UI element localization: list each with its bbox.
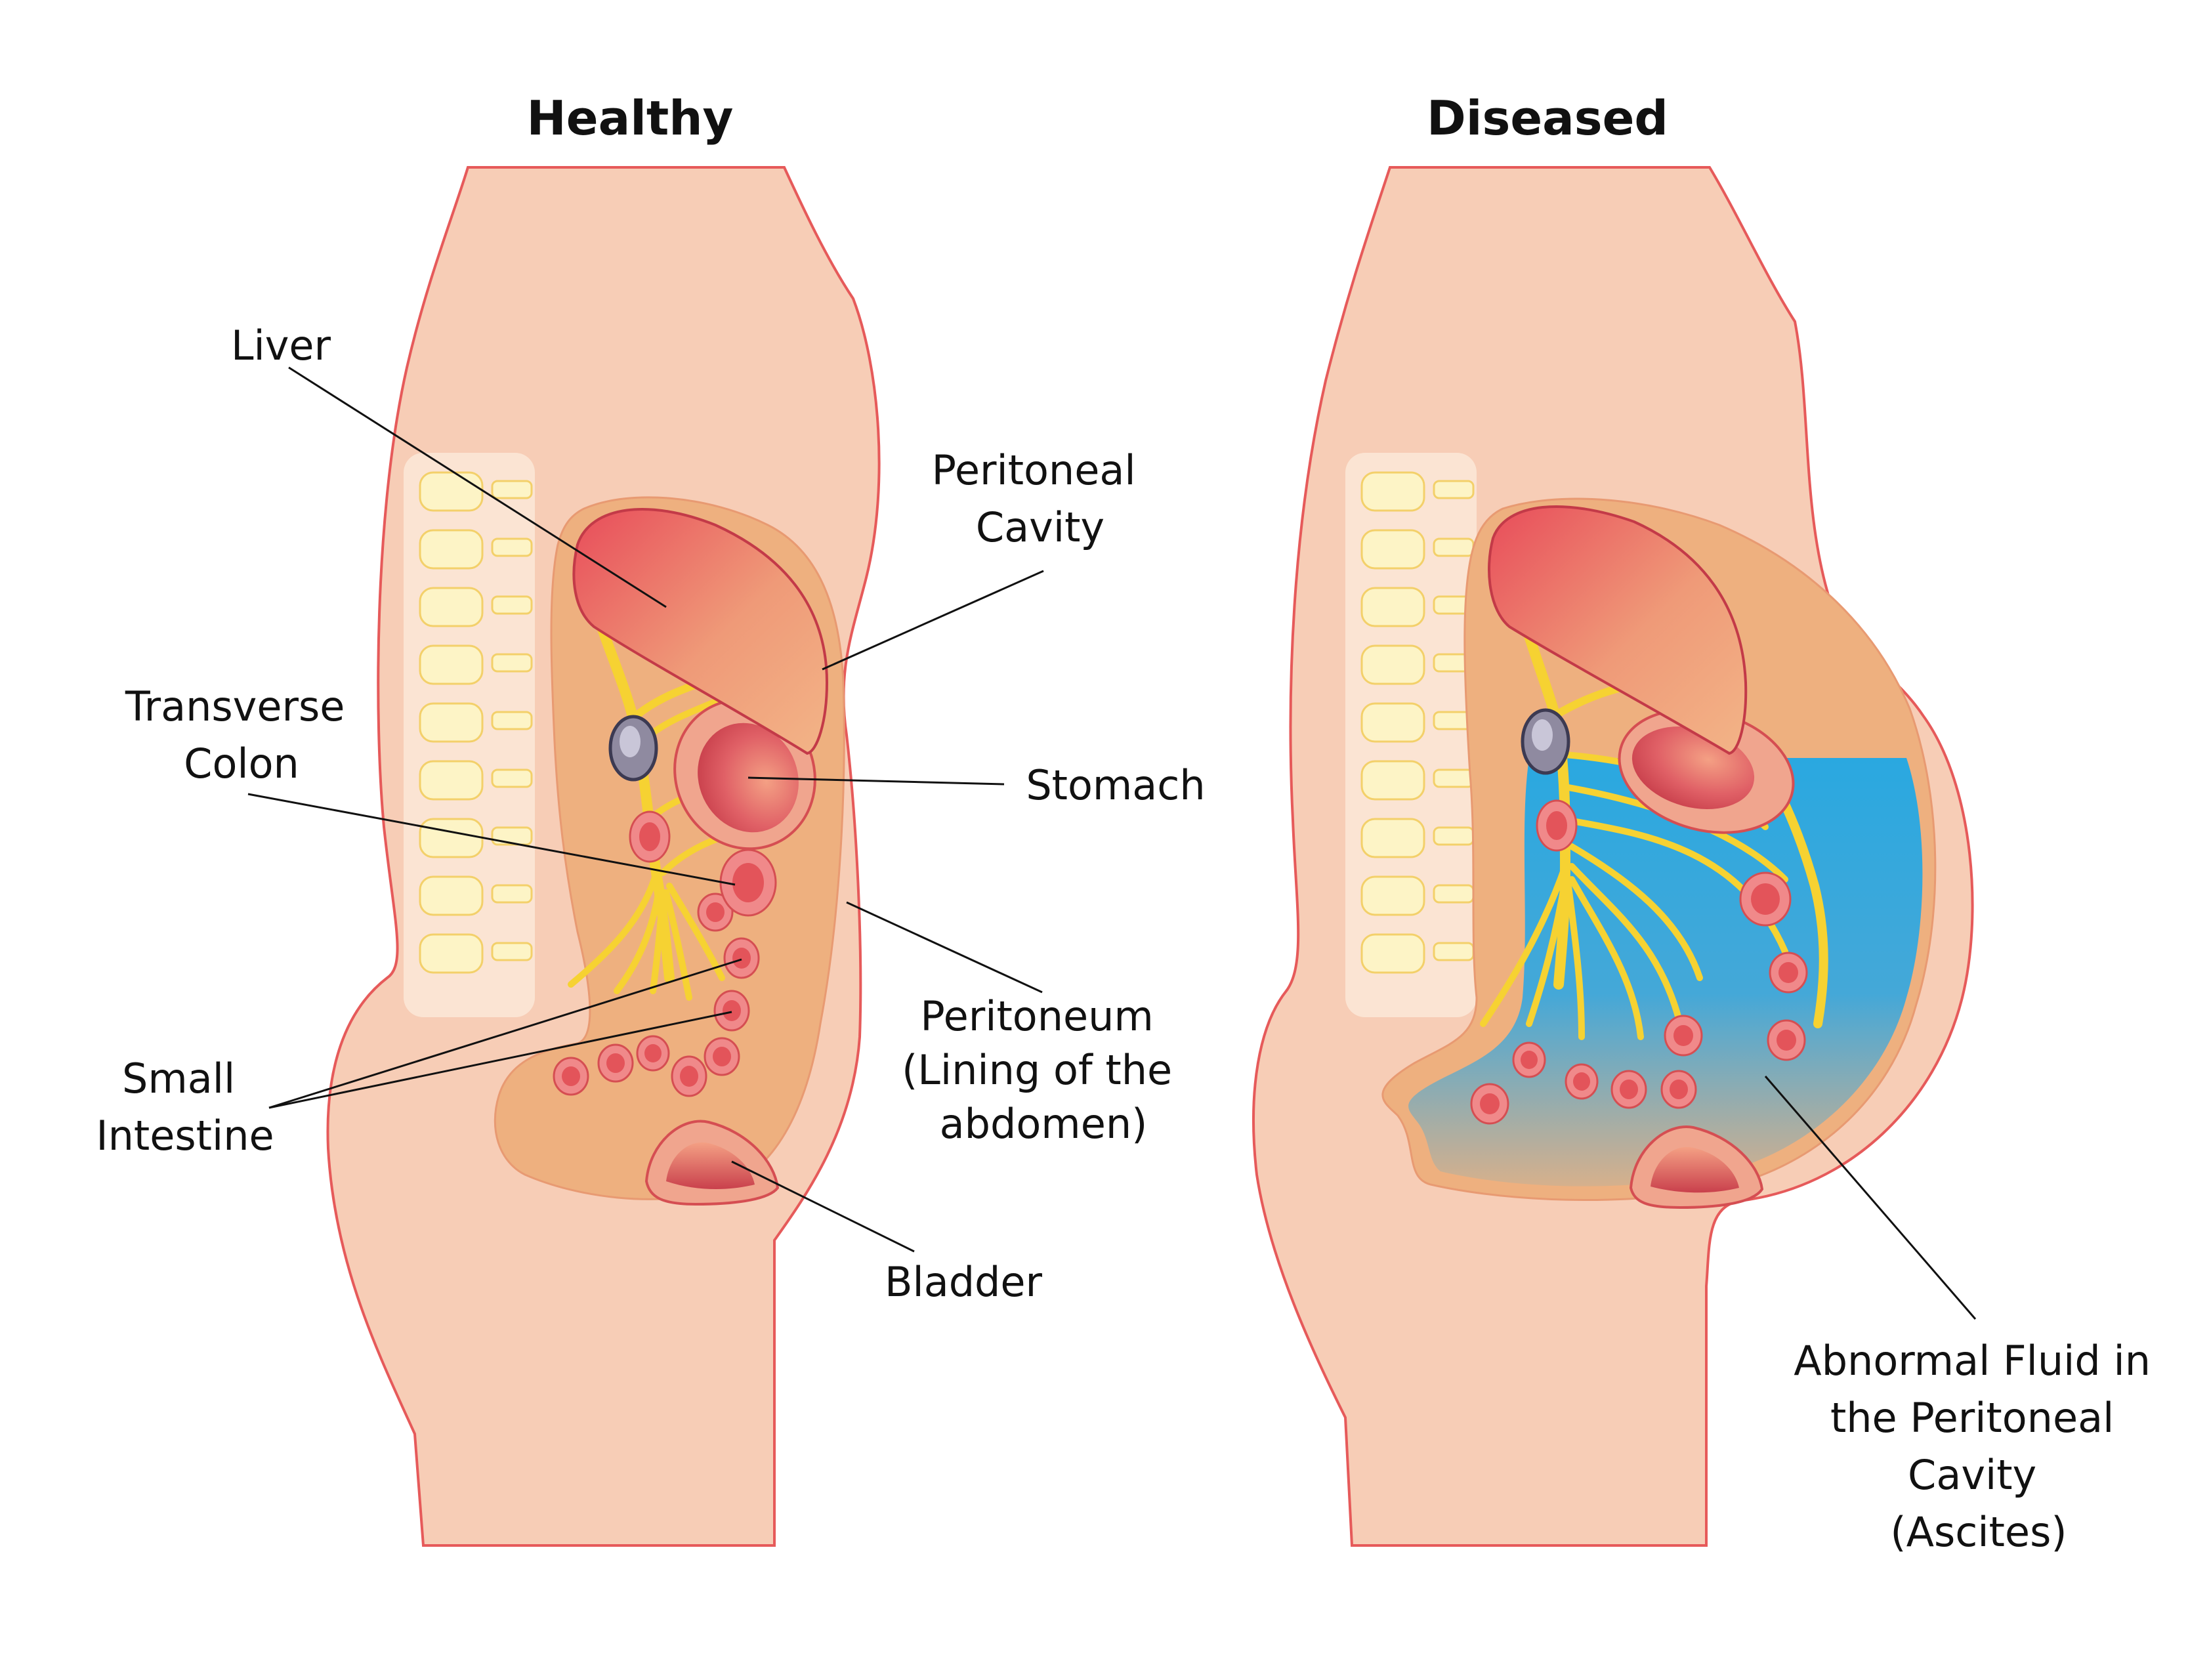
bladder-leader	[731, 1160, 915, 1253]
label-small-intestine: Small Intestine	[96, 1055, 274, 1160]
label-liver: Liver	[231, 322, 331, 369]
healthy-spine	[404, 453, 535, 1017]
label-bladder: Bladder	[885, 1258, 1043, 1306]
diseased-nerve-trunk	[1511, 585, 1571, 990]
diseased-ascites-fluid	[1408, 758, 1923, 1186]
diseased-title: Diseased	[1427, 91, 1668, 146]
diseased-stomach	[1618, 708, 1795, 834]
label-transverse-colon: Transverse Colon	[125, 682, 358, 788]
peritoneal-cavity-leader	[822, 570, 1044, 671]
healthy-small-intestine-loops	[553, 810, 760, 1097]
diseased-small-intestine-loops	[1470, 799, 1808, 1125]
healthy-liver	[572, 508, 829, 755]
diseased-spine	[1345, 453, 1477, 1017]
label-peritoneum: Peritoneum (Lining of the abdomen)	[902, 992, 1185, 1148]
healthy-bladder	[644, 1120, 780, 1206]
label-stomach: Stomach	[1026, 761, 1205, 809]
healthy-panel: Healthy	[96, 91, 1206, 1547]
label-ascites: Abnormal Fluid in the Peritoneal Cavity …	[1794, 1337, 2163, 1556]
healthy-title: Healthy	[527, 91, 734, 146]
peritoneum-leader	[846, 901, 1043, 994]
transverse-colon-leader	[247, 793, 736, 886]
diseased-panel: Diseased	[1252, 91, 2163, 1556]
ascites-leader	[1764, 1076, 1977, 1320]
small-intestine-leader-a	[268, 958, 742, 1109]
diseased-liver	[1487, 505, 1748, 755]
diseased-bladder	[1629, 1125, 1764, 1209]
small-intestine-leader-b	[268, 1011, 732, 1109]
liver-leader	[288, 366, 667, 608]
stomach-leader	[747, 776, 1005, 786]
label-peritoneal-cavity: Peritoneal Cavity	[932, 446, 1149, 551]
